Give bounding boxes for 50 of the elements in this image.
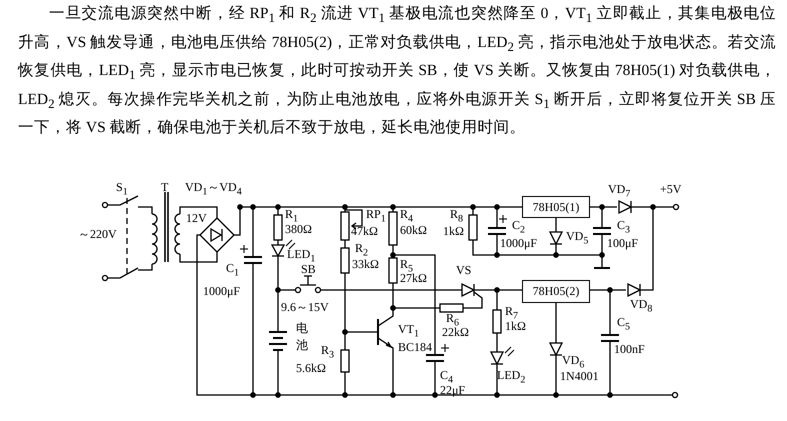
- voltage-label: ～220V: [78, 228, 117, 241]
- component-value: 22μF: [440, 384, 466, 397]
- component-label: R$_{1}$: [285, 208, 298, 225]
- component-label: VT$_{1}$: [398, 323, 419, 340]
- component-label: C$_{5}$: [617, 316, 630, 334]
- component-label: R$_{7}$: [505, 305, 518, 322]
- component-value: 60kΩ: [400, 224, 427, 237]
- component-label: LED$_{2}$: [497, 369, 526, 386]
- regulator-box: 78H05(1): [522, 196, 590, 218]
- voltage-label: 12V: [186, 212, 207, 225]
- component-label: VD$_{1}$～VD$_{4}$: [185, 181, 242, 198]
- component-label: C$_{3}$: [617, 219, 630, 236]
- component-value: BC184: [398, 341, 432, 354]
- component-label: R$_{3}$: [321, 344, 334, 362]
- component-value: 1000μF: [203, 285, 240, 298]
- component-label: 电池: [296, 320, 309, 354]
- component-label: LED$_{1}$: [287, 248, 316, 265]
- component-value: 33kΩ: [352, 258, 379, 271]
- component-label: C$_{2}$: [512, 219, 526, 236]
- component-value: 1kΩ: [505, 320, 526, 333]
- component-label: VD$_{8}$: [630, 298, 652, 316]
- component-label: C$_{4}$: [440, 369, 454, 386]
- component-label: VD$_{5}$: [566, 230, 588, 248]
- component-value: 100μF: [607, 237, 638, 250]
- output-voltage-label: +5V: [660, 183, 682, 196]
- component-label: SB: [301, 263, 316, 276]
- component-label: C$_{1}$: [226, 262, 240, 280]
- regulator-box: 78H05(2): [522, 280, 590, 303]
- component-value: 47kΩ: [351, 225, 378, 238]
- description-paragraph: 一旦交流电源突然中断，经 RP$_{1}$ 和 R$_{2}$ 流进 VT$_{1}$ 基极电流也突然降至 0，VT$_{1}$ 立即截止，其集电极电位升高，VS 触发导通，电池电压供给 78H05(2)，正常对负载供电，LED$_{2}$ 亮，指示电池处于放电状态。若交流恢复供电，LED$_{1}$ 亮，显示市电已恢复，此时可按动开关 SB，使 VS 关断。又恢复由 78H05(1) 对负载供电，LED$_{2}$ 熄灭。每次操作完毕关机之前，为防止电池放电，应将外电源开关 S$_{1}$ 断开后，立即将复位开关 SB 压一下，将 VS 截断，确保电池于关机后不致于放电，延长电池使用时间。: [18, 4, 776, 138]
- component-value: 100nF: [614, 343, 645, 356]
- component-label: VD$_{6}$: [562, 354, 584, 372]
- component-label: R$_{8}$: [450, 208, 464, 226]
- component-label: T: [161, 181, 168, 194]
- component-value: 27kΩ: [400, 272, 427, 285]
- component-label: VD$_{7}$: [608, 183, 630, 200]
- voltage-label: 9.6～15V: [281, 301, 329, 314]
- component-value: 5.6kΩ: [296, 362, 326, 375]
- component-label: R$_{2}$: [355, 242, 368, 260]
- component-value: 22kΩ: [442, 326, 469, 339]
- component-value: 1000μF: [500, 237, 538, 250]
- component-value: 1N4001: [560, 370, 599, 383]
- component-label: S$_{1}$: [116, 181, 128, 198]
- component-label: R$_{6}$: [446, 312, 460, 328]
- component-label: RP$_{1}$: [366, 208, 386, 226]
- component-value: 380Ω: [285, 223, 312, 236]
- component-value: 1kΩ: [443, 225, 464, 238]
- component-label: R$_{4}$: [400, 208, 414, 226]
- component-label: VS: [456, 264, 472, 277]
- component-label: R$_{5}$: [400, 258, 414, 274]
